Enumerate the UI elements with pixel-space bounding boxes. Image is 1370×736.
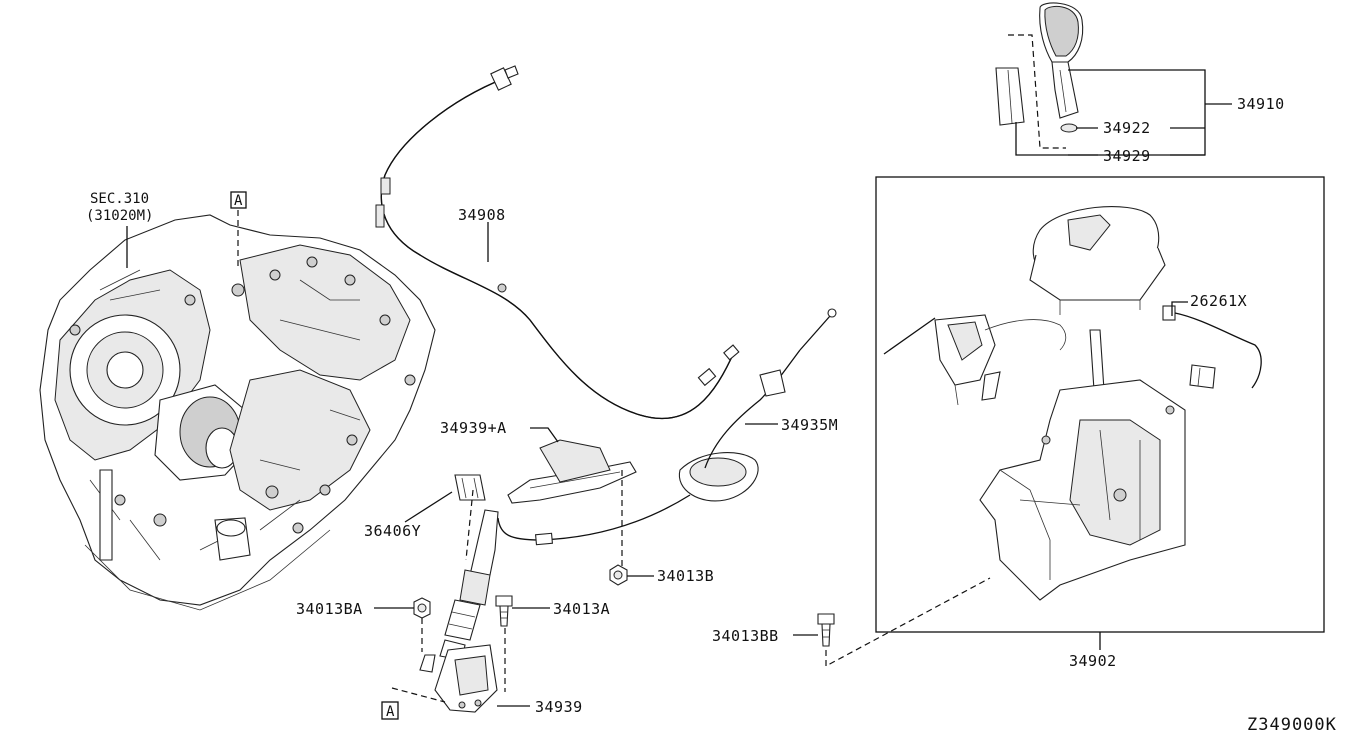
shift-cable-34935M [497,308,837,546]
dash-36406Y [465,489,474,561]
label-34908: 34908 [458,206,506,224]
dash-ref-bottom [391,687,446,703]
label-34939A: 34939+A [440,419,507,437]
transmission-assembly [39,214,436,611]
section-ref-line2: (31020M) [86,208,153,224]
label-34929: 34929 [1103,147,1151,165]
shift-knob-assembly [995,2,1084,149]
leader-lines [374,69,1232,707]
label-34013B: 34013B [657,567,714,585]
ref-marker-top: A [234,193,243,209]
diagram-id: Z349000K [1247,715,1337,735]
label-34910: 34910 [1237,95,1285,113]
ref-marker-box-top [230,191,247,209]
label-34013BA: 34013BA [296,600,363,618]
bracket-34939 [434,644,498,713]
fastener-34013B [609,564,628,586]
bracket-34939A [507,439,637,504]
shifter-assembly [979,206,1186,601]
label-34013A: 34013A [553,600,610,618]
ref-marker-box-bottom [381,701,399,720]
label-34902: 34902 [1069,652,1117,670]
harness-bracket [883,314,1067,406]
label-26261X: 26261X [1190,292,1247,310]
label-34939: 34939 [535,698,583,716]
control-cable-34908 [375,65,740,420]
sensor-26261X [1162,305,1262,389]
ref-marker-bottom: A [386,704,395,720]
label-34013BB: 34013BB [712,627,779,645]
fastener-34013A [495,595,513,627]
clip-36406Y [454,474,486,501]
label-36406Y: 36406Y [364,522,421,540]
label-34935M: 34935M [781,416,838,434]
label-34922: 34922 [1103,119,1151,137]
fastener-34013BA [413,597,431,619]
fastener-34013BB [817,613,835,647]
dash-34013BB [825,577,991,668]
section-ref-line1: SEC.310 [90,191,149,207]
